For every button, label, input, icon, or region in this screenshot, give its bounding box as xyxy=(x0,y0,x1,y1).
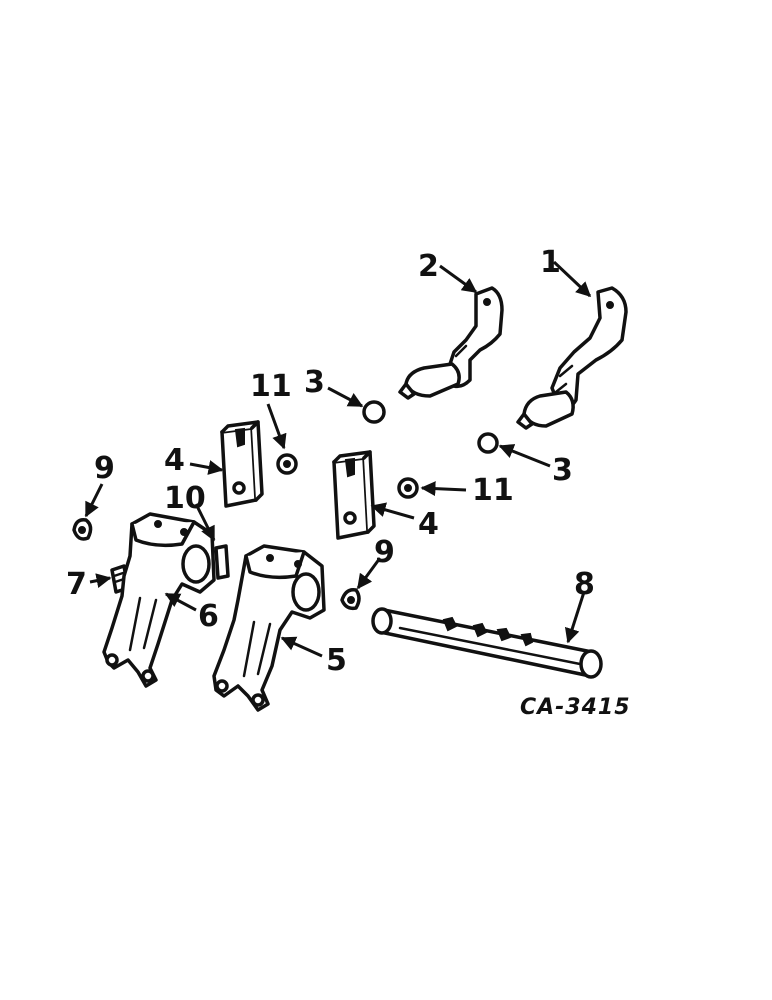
callout-11a: 11 xyxy=(250,369,292,404)
callout-1: 1 xyxy=(540,245,561,280)
leader-3b xyxy=(498,444,551,468)
leader-6 xyxy=(164,592,197,612)
leader-10 xyxy=(194,503,216,542)
detent-ball-3a xyxy=(362,400,386,424)
leader-3a xyxy=(327,386,364,408)
leader-9b xyxy=(356,557,382,590)
leader-11b xyxy=(420,481,467,497)
callout-3b: 3 xyxy=(552,453,573,488)
leader-2 xyxy=(439,264,478,294)
leader-7 xyxy=(89,573,112,589)
leader-1 xyxy=(552,260,592,298)
callout-10: 10 xyxy=(164,481,206,516)
callout-8: 8 xyxy=(574,567,595,602)
plate-4b xyxy=(332,450,376,540)
shift-lever-2 xyxy=(398,286,504,400)
diagram-code: CA-3415 xyxy=(520,695,631,720)
callout-7: 7 xyxy=(66,567,87,602)
shift-rail-8 xyxy=(371,607,603,679)
shift-lever-1 xyxy=(516,286,628,430)
callout-9a: 9 xyxy=(94,451,115,486)
plate-4a xyxy=(220,420,264,508)
callout-4b: 4 xyxy=(418,507,439,542)
callout-5: 5 xyxy=(326,643,347,678)
ring-9b xyxy=(340,587,361,611)
callout-11b: 11 xyxy=(472,473,514,508)
ring-9a xyxy=(72,517,93,541)
shift-fork-5 xyxy=(212,544,326,712)
washer-11a xyxy=(276,453,298,475)
detent-ball-3b xyxy=(477,432,499,454)
leader-8 xyxy=(564,591,586,644)
leader-4a xyxy=(189,460,224,475)
leader-5 xyxy=(280,636,323,658)
leader-11a xyxy=(266,403,287,450)
leader-9a xyxy=(84,483,104,518)
leader-4b xyxy=(370,502,415,520)
callout-4a: 4 xyxy=(164,443,185,478)
callout-3a: 3 xyxy=(304,365,325,400)
callout-2: 2 xyxy=(418,249,439,284)
pin-10 xyxy=(214,544,230,580)
shift-fork-6 xyxy=(102,512,216,688)
callout-6: 6 xyxy=(198,599,219,634)
callout-9b: 9 xyxy=(374,535,395,570)
washer-11b xyxy=(397,477,419,499)
